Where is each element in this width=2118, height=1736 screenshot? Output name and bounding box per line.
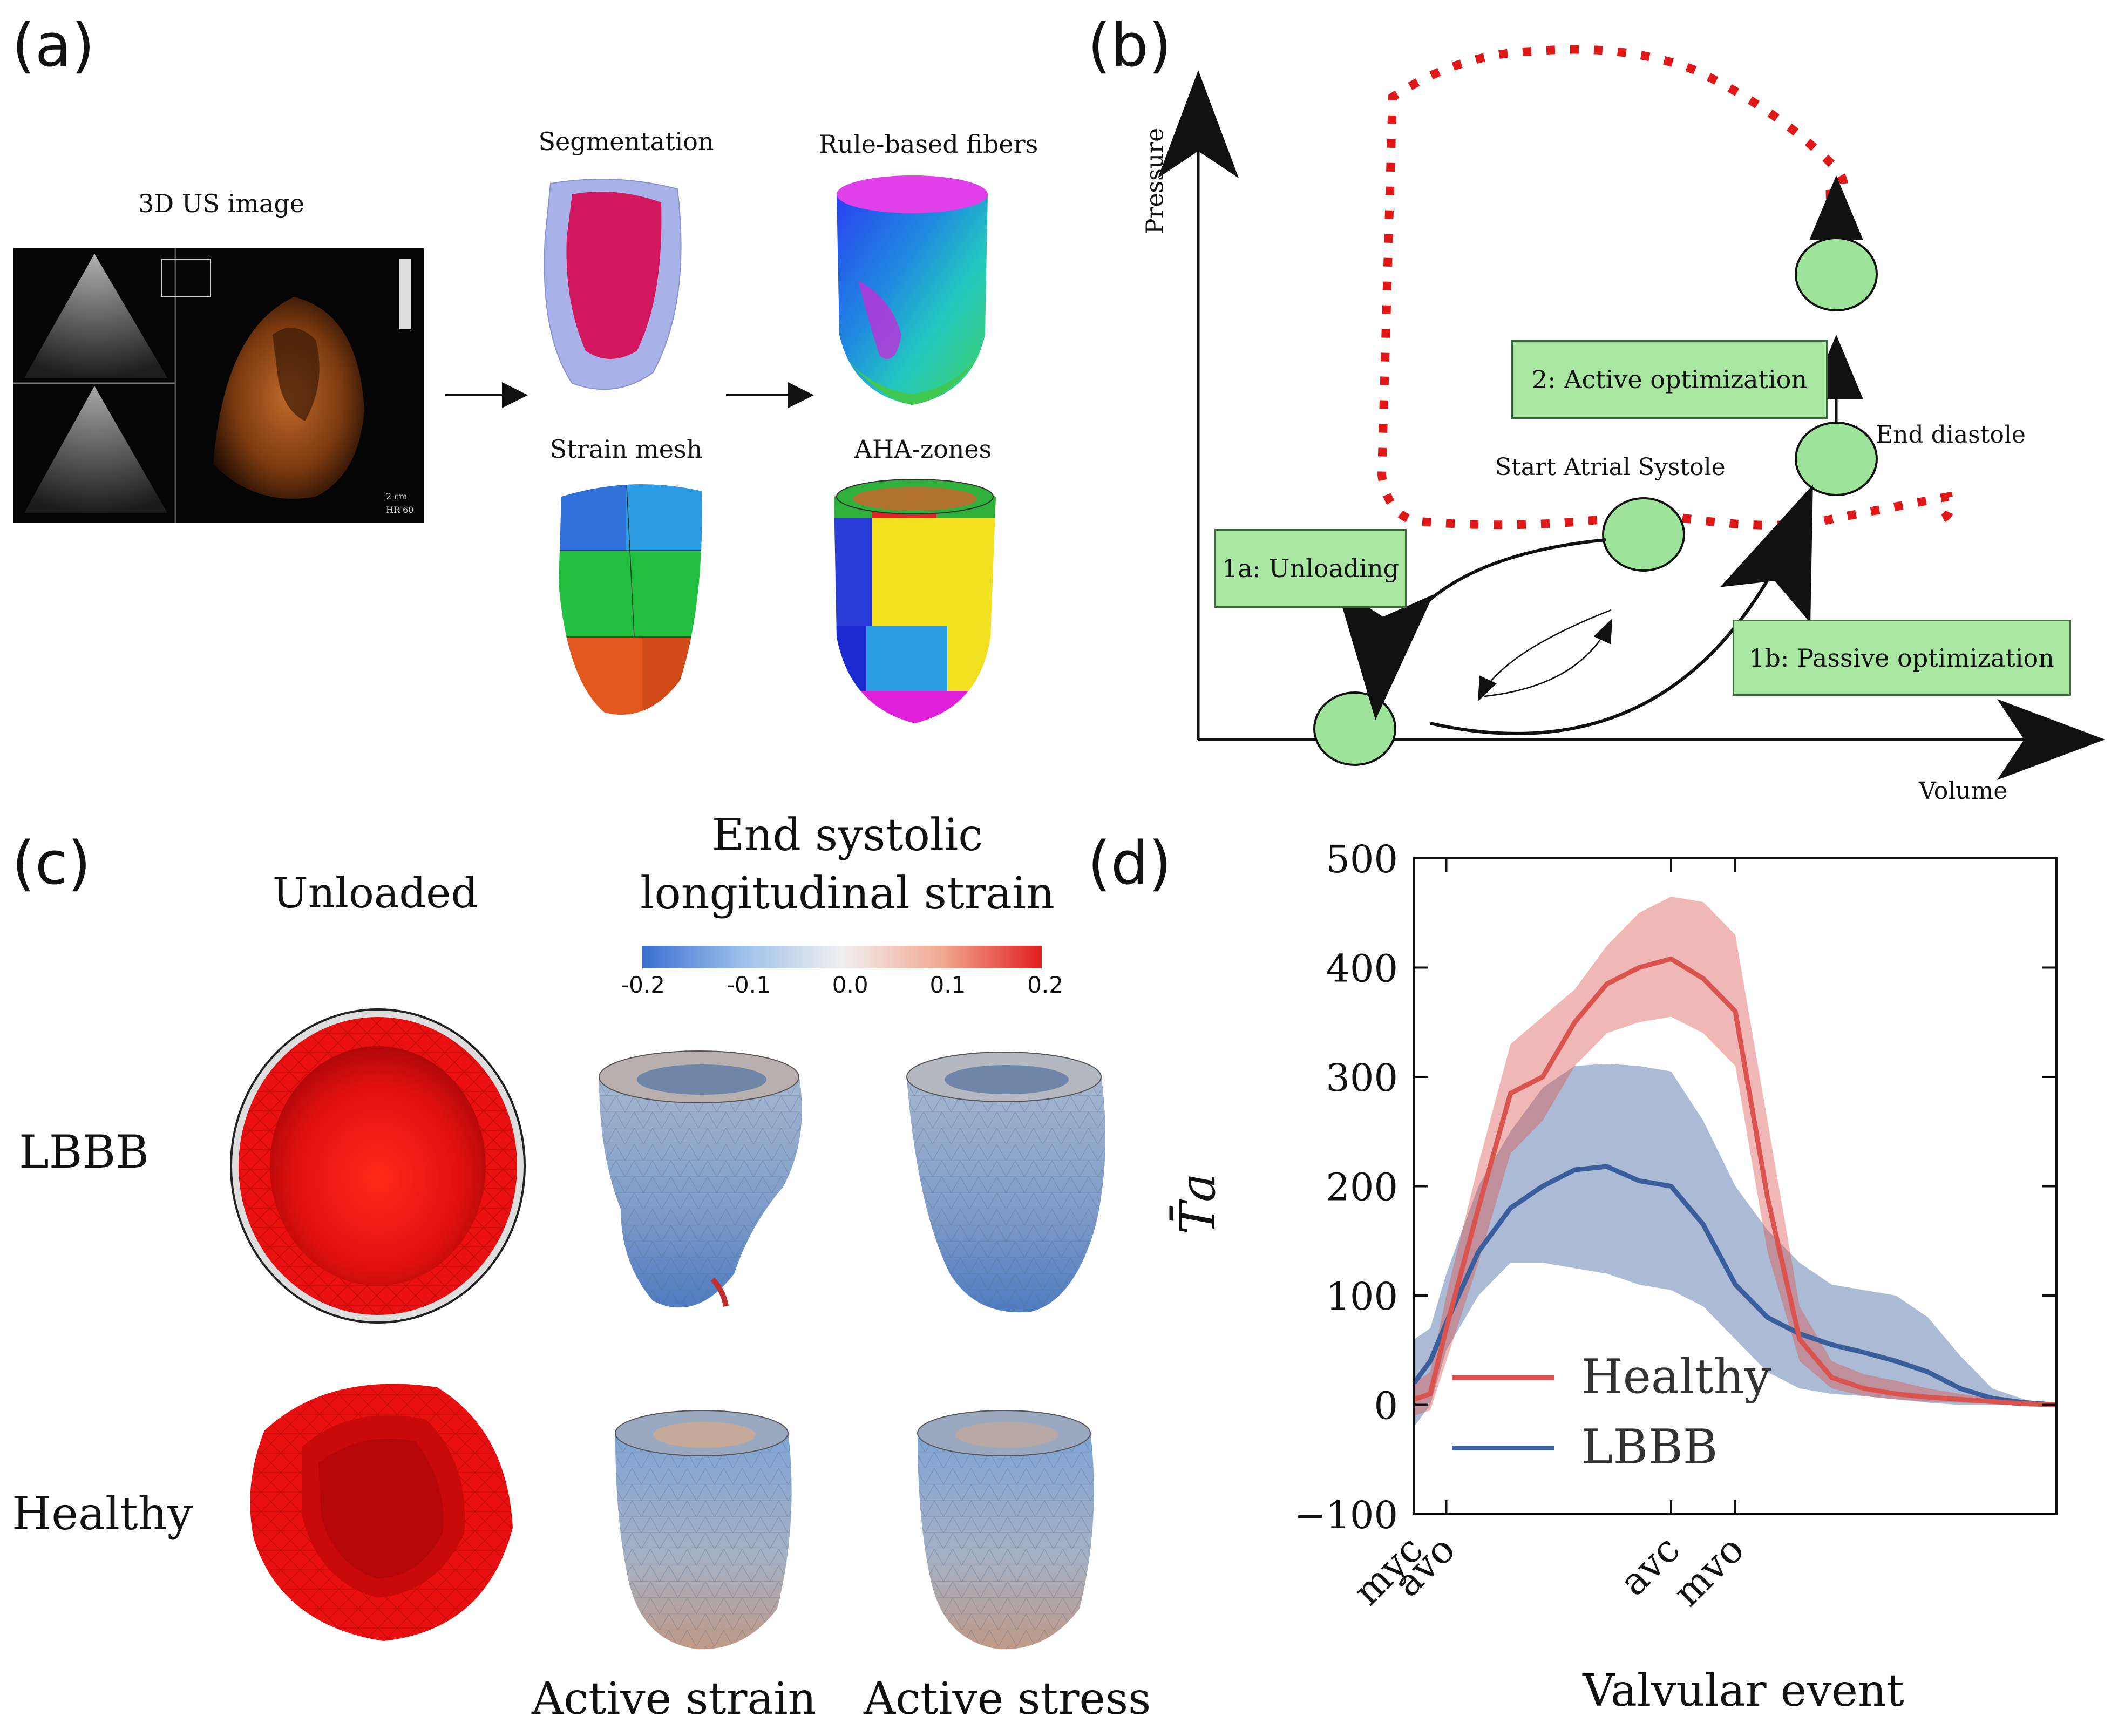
pipeline-arrows — [445, 382, 814, 408]
segmentation-caption: Segmentation — [538, 127, 714, 156]
y-tick-label: −100 — [1294, 1493, 1398, 1537]
panel-d-label: (d) — [1088, 829, 1172, 898]
y-tick-label: 0 — [1374, 1384, 1398, 1428]
us-scale-label: 2 cm — [386, 491, 407, 501]
legend-label-healthy: Healthy — [1581, 1349, 1771, 1405]
healthy-active-stress-mesh — [917, 1410, 1094, 1650]
line-lbbb — [1412, 1164, 2057, 1407]
pv-ylabel: Pressure — [1141, 127, 1169, 235]
chart-x-axis-label: Valvular event — [1582, 1665, 1904, 1717]
fibers-model — [837, 175, 988, 405]
colorbar-tick: -0.1 — [726, 972, 771, 998]
healthy-active-strain-mesh — [615, 1410, 792, 1650]
panel-b-label: (b) — [1088, 11, 1172, 80]
lbbb-unloaded-mesh — [230, 1008, 526, 1324]
legend-label-lbbb: LBBB — [1581, 1419, 1718, 1475]
band-lbbb — [1414, 1063, 2056, 1427]
strain-mesh-caption: Strain mesh — [549, 435, 703, 464]
end-diastole-label: End diastole — [1876, 421, 2026, 449]
pv-point-unloaded — [1313, 691, 1396, 766]
us-hr-label: HR 60 — [386, 505, 413, 515]
y-tick-label: 500 — [1326, 837, 1398, 881]
passive-optimization-box: 1b: Passive optimization — [1733, 620, 2071, 696]
pv-xlabel: Volume — [1919, 777, 2008, 805]
lbbb-active-stress-mesh — [906, 1052, 1105, 1313]
lbbb-active-strain-mesh — [599, 1050, 802, 1308]
start-atrial-label: Start Atrial Systole — [1495, 453, 1726, 481]
y-tick-label: 200 — [1326, 1165, 1398, 1210]
healthy-unloaded-mesh — [250, 1384, 513, 1641]
x-tick-label: mvo — [1665, 1527, 1753, 1615]
strain-colorbar — [642, 946, 1042, 968]
segmentation-model — [544, 179, 682, 390]
unloading-box: 1a: Unloading — [1214, 529, 1407, 608]
pv-point-top — [1795, 237, 1878, 311]
active-optimization-box: 2: Active optimization — [1511, 340, 1828, 419]
chart-y-axis-label: T̄a — [1169, 1173, 1226, 1235]
aha-caption: AHA-zones — [854, 435, 992, 464]
line-healthy — [1413, 956, 2057, 1407]
col-label-active-strain: Active strain — [532, 1673, 817, 1725]
y-tick-label: 400 — [1326, 947, 1398, 991]
fibers-caption: Rule-based fibers — [818, 130, 1038, 159]
row-label-healthy: Healthy — [12, 1487, 193, 1540]
strain-mesh-model — [559, 484, 702, 715]
pv-point-atrial — [1602, 497, 1685, 572]
pv-diagram — [1158, 45, 2105, 780]
aha-zones-model — [834, 479, 996, 723]
pv-point-end-diastole — [1795, 422, 1878, 496]
row-label-lbbb: LBBB — [19, 1125, 149, 1178]
y-tick-label: 300 — [1326, 1056, 1398, 1100]
colorbar-tick: -0.2 — [621, 972, 665, 998]
us-image-caption: 3D US image — [138, 189, 305, 218]
colorbar-tick: 0.0 — [832, 972, 868, 998]
col-label-active-stress: Active stress — [864, 1673, 1151, 1725]
ultrasound-image: HR 60 2 cm — [13, 248, 424, 523]
panel-a-label: (a) — [12, 11, 95, 80]
colorbar-tick: 0.1 — [929, 972, 966, 998]
strain-title-line1: End systolic — [711, 810, 983, 861]
colorbar-tick: 0.2 — [1027, 972, 1063, 998]
panel-c-label: (c) — [12, 829, 91, 898]
strain-title-line2: longitudinal strain — [640, 868, 1055, 919]
y-tick-label: 100 — [1326, 1274, 1398, 1319]
unloaded-heading: Unloaded — [273, 869, 478, 918]
colorbar-ticks: -0.2 -0.1 0.0 0.1 0.2 — [621, 972, 1063, 1004]
